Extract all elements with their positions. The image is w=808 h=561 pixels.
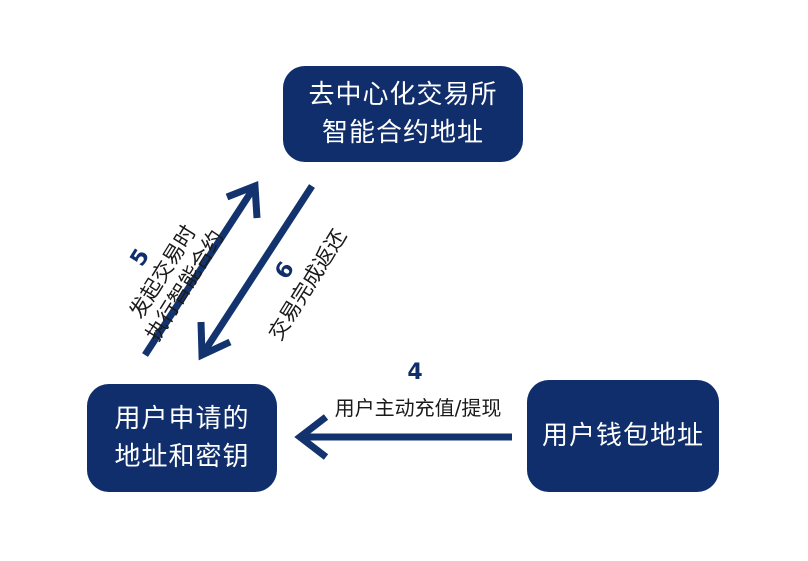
edge-4-number: 4 xyxy=(407,360,423,385)
dex-node-line2: 智能合约地址 xyxy=(321,118,484,148)
wallet-node-line1: 用户钱包地址 xyxy=(541,421,704,451)
dex-node-line1: 去中心化交易所 xyxy=(308,80,498,110)
arrow-dex-to-user xyxy=(197,184,315,361)
dex-contract-node: 去中心化交易所 智能合约地址 xyxy=(283,66,523,162)
edge-4-line1: 用户主动充值/提现 xyxy=(334,396,502,420)
arrow-user-to-dex xyxy=(142,180,261,357)
user-node-line1: 用户申请的 xyxy=(114,404,250,434)
user-address-node: 用户申请的 地址和密钥 xyxy=(87,384,277,492)
arrow-wallet-to-user xyxy=(294,414,512,460)
user-node-line2: 地址和密钥 xyxy=(114,442,250,472)
user-wallet-node: 用户钱包地址 xyxy=(527,380,719,492)
